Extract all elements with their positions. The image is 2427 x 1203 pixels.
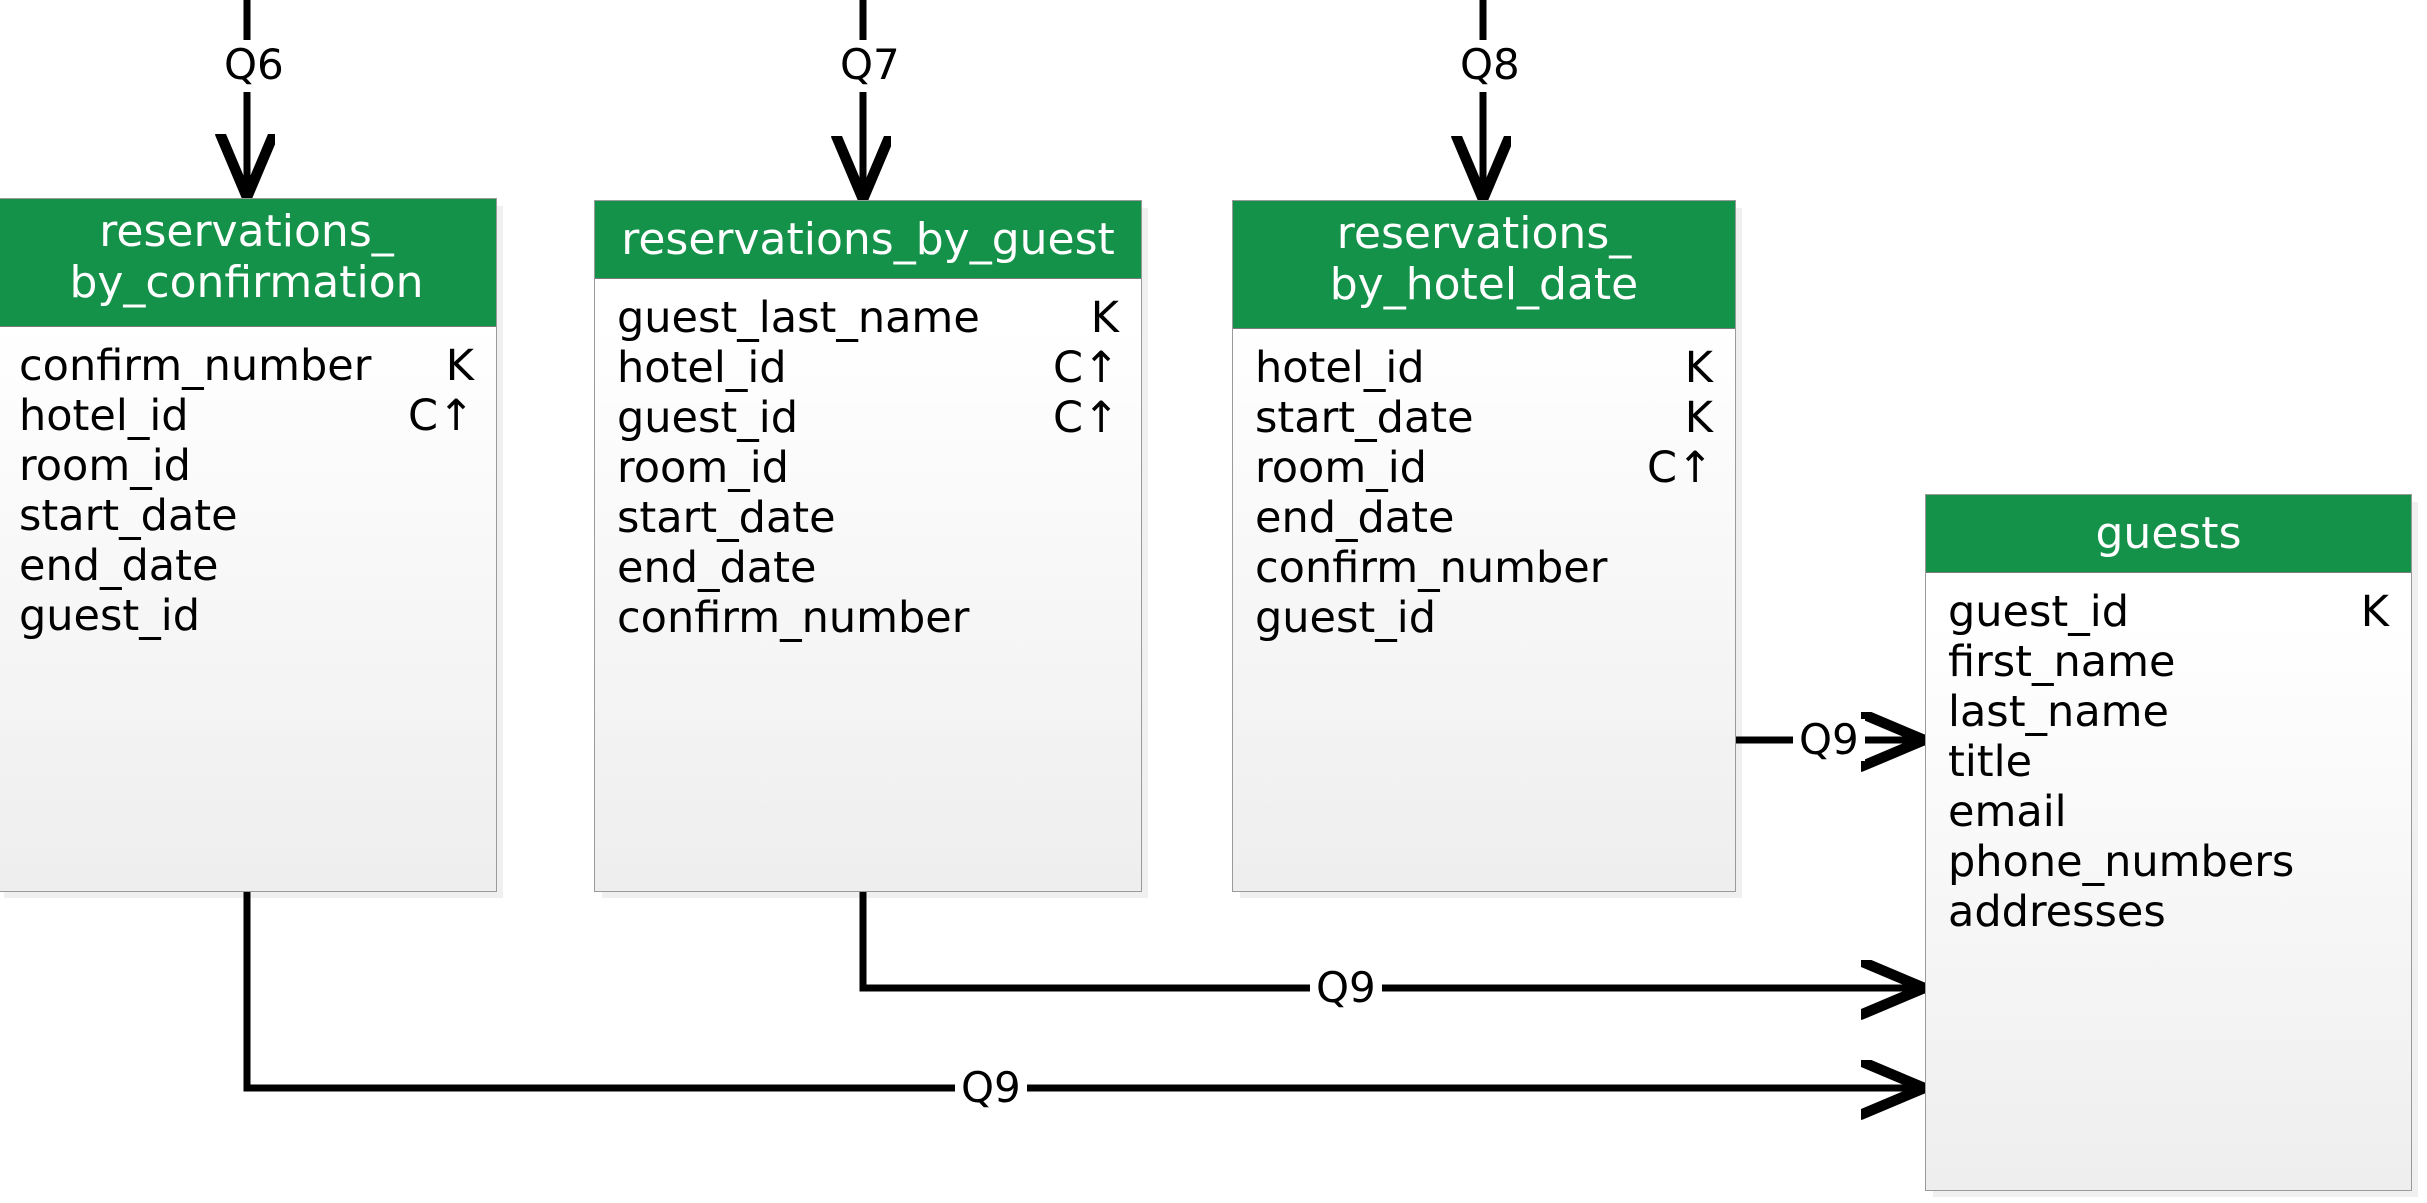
table-title: reservations_by_guest [595,201,1141,279]
table-row[interactable]: room_id [19,441,474,491]
column-name: start_date [617,493,836,543]
column-name: room_id [19,441,191,491]
column-name: first_name [1948,637,2176,687]
column-name: guest_id [617,393,799,443]
column-key: K [1684,343,1713,393]
table-row[interactable]: guest_id [1255,593,1713,643]
table-reservations-by-guest[interactable]: reservations_by_guest guest_last_name K … [594,200,1142,892]
connector-label-q6: Q6 [218,44,290,86]
column-name: addresses [1948,887,2166,937]
column-name: room_id [617,443,789,493]
table-row[interactable]: hotel_id C↑ [617,343,1119,393]
table-row[interactable]: end_date [617,543,1119,593]
column-name: confirm_number [617,593,970,643]
column-name: phone_numbers [1948,837,2295,887]
column-name: room_id [1255,443,1427,493]
column-key: C↑ [1646,443,1713,493]
table-columns: guest_id K first_name last_name title em… [1926,573,2411,955]
column-name: start_date [19,491,238,541]
column-key: K [445,341,474,391]
table-columns: hotel_id K start_date K room_id C↑ end_d… [1233,329,1735,661]
column-name: email [1948,787,2067,837]
column-name: guest_id [19,591,201,641]
table-reservations-by-hotel-date[interactable]: reservations_ by_hotel_date hotel_id K s… [1232,200,1736,892]
connector-label-q9-by-guest: Q9 [1310,967,1382,1009]
table-row[interactable]: confirm_number [1255,543,1713,593]
table-guests[interactable]: guests guest_id K first_name last_name t… [1925,494,2412,1191]
column-key: C↑ [1052,393,1119,443]
connector-label-q8: Q8 [1454,44,1526,86]
table-row[interactable]: start_date [617,493,1119,543]
table-row[interactable]: end_date [1255,493,1713,543]
column-key: C↑ [1052,343,1119,393]
column-name: hotel_id [1255,343,1425,393]
table-columns: confirm_number K hotel_id C↑ room_id sta… [0,327,496,659]
table-row[interactable]: confirm_number [617,593,1119,643]
column-name: last_name [1948,687,2170,737]
column-key: K [1090,293,1119,343]
connector-label-q9-by-confirmation: Q9 [955,1067,1027,1109]
column-name: title [1948,737,2033,787]
table-columns: guest_last_name K hotel_id C↑ guest_id C… [595,279,1141,661]
column-key: K [2360,587,2389,637]
table-row[interactable]: hotel_id K [1255,343,1713,393]
table-row[interactable]: start_date K [1255,393,1713,443]
table-row[interactable]: hotel_id C↑ [19,391,474,441]
column-name: guest_id [1948,587,2130,637]
table-row[interactable]: guest_id [19,591,474,641]
table-row[interactable]: addresses [1948,887,2389,937]
column-name: guest_id [1255,593,1437,643]
connector-label-q9-hotel-date: Q9 [1793,719,1865,761]
table-row[interactable]: start_date [19,491,474,541]
table-row[interactable]: confirm_number K [19,341,474,391]
column-name: end_date [1255,493,1455,543]
table-row[interactable]: room_id [617,443,1119,493]
column-key: K [1684,393,1713,443]
table-row[interactable]: email [1948,787,2389,837]
column-name: end_date [19,541,219,591]
table-title: reservations_ by_hotel_date [1233,201,1735,329]
table-row[interactable]: guest_id C↑ [617,393,1119,443]
connector-label-q7: Q7 [834,44,906,86]
column-key: C↑ [407,391,474,441]
table-reservations-by-confirmation[interactable]: reservations_ by_confirmation confirm_nu… [0,198,497,892]
column-name: hotel_id [19,391,189,441]
column-name: end_date [617,543,817,593]
table-row[interactable]: guest_last_name K [617,293,1119,343]
column-name: confirm_number [19,341,372,391]
table-title: guests [1926,495,2411,573]
table-row[interactable]: phone_numbers [1948,837,2389,887]
table-row[interactable]: last_name [1948,687,2389,737]
column-name: hotel_id [617,343,787,393]
table-row[interactable]: room_id C↑ [1255,443,1713,493]
column-name: confirm_number [1255,543,1608,593]
column-name: guest_last_name [617,293,980,343]
table-row[interactable]: end_date [19,541,474,591]
table-row[interactable]: guest_id K [1948,587,2389,637]
table-row[interactable]: title [1948,737,2389,787]
column-name: start_date [1255,393,1474,443]
table-title: reservations_ by_confirmation [0,199,496,327]
table-row[interactable]: first_name [1948,637,2389,687]
